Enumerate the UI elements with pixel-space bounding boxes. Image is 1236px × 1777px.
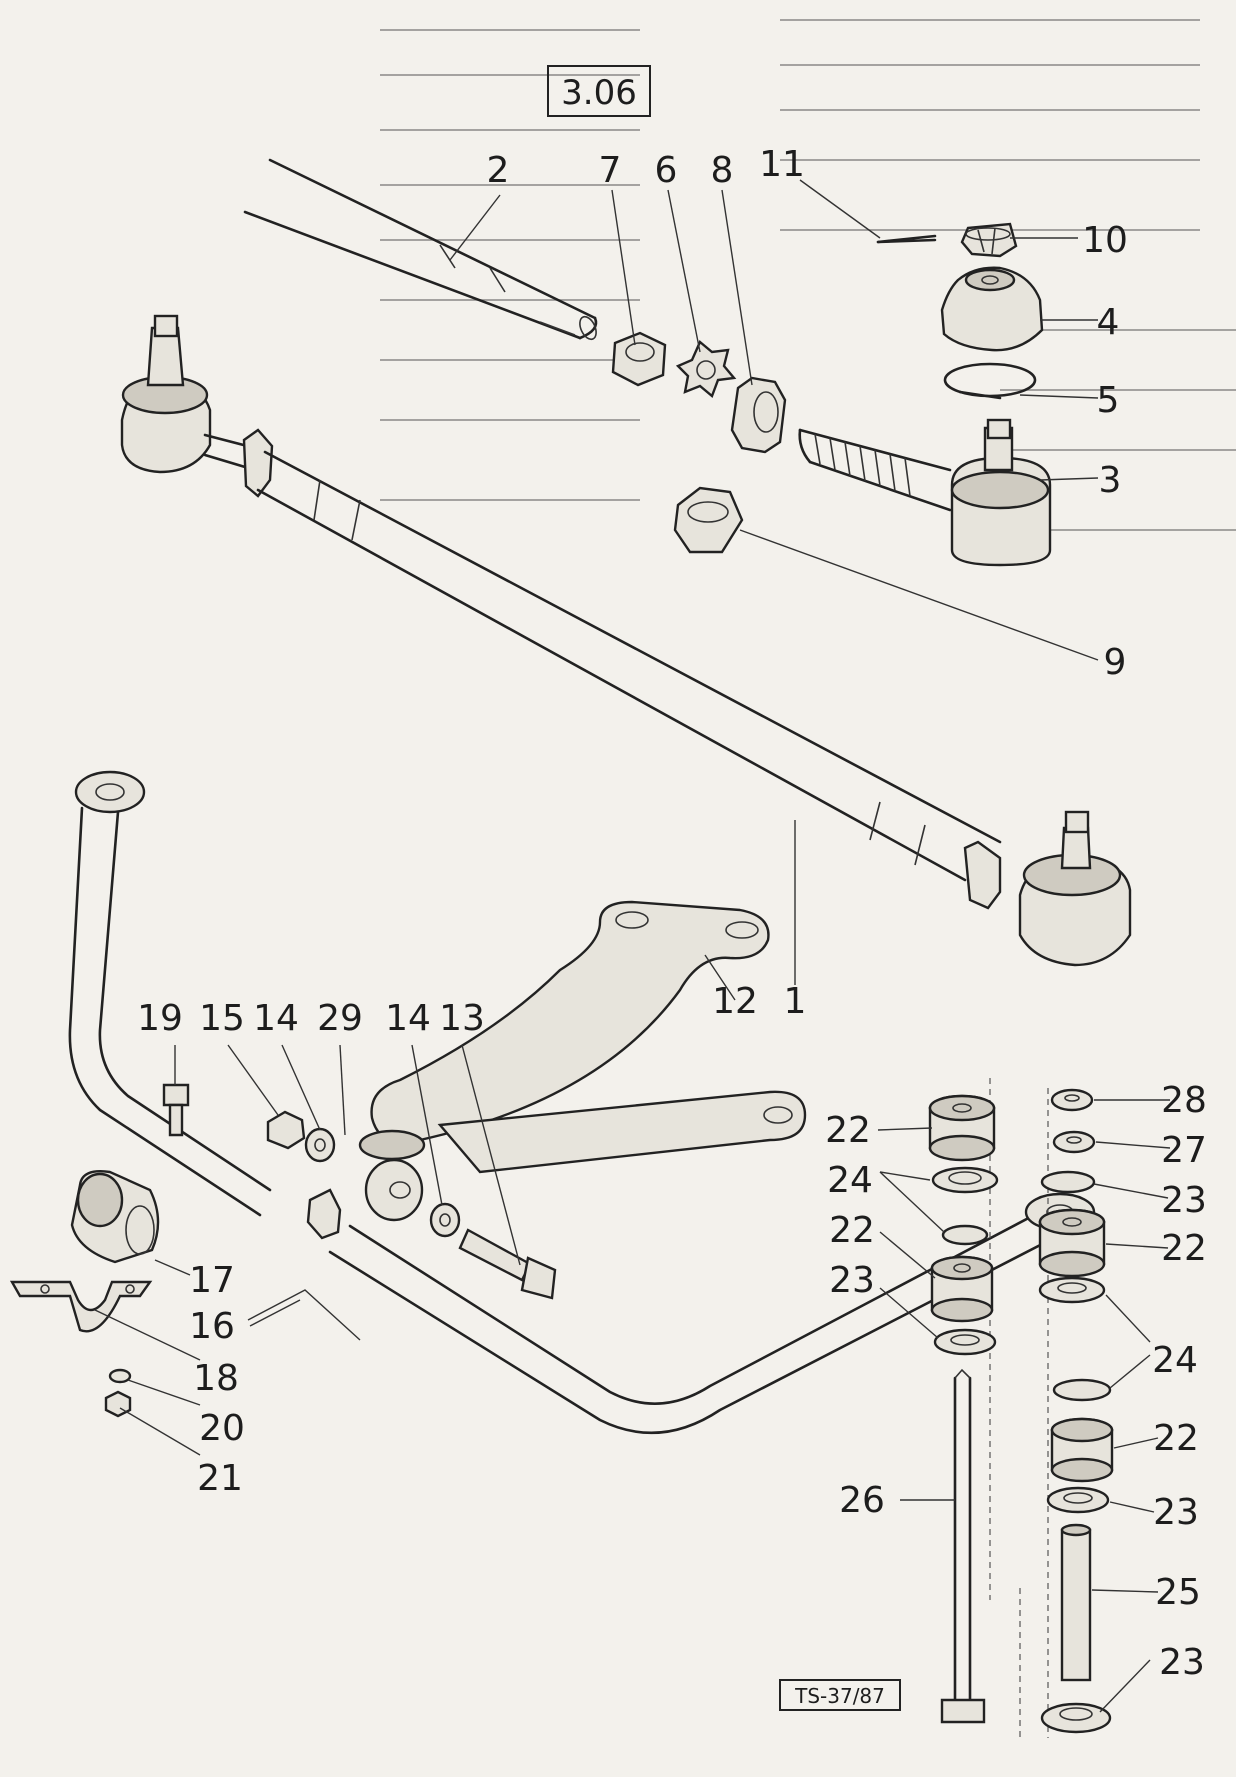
callout-22-a: 22 bbox=[825, 1110, 871, 1151]
callout-14-right: 14 bbox=[385, 998, 431, 1039]
adjuster-nut-part-8 bbox=[730, 376, 787, 454]
callout-22-b: 22 bbox=[829, 1210, 875, 1251]
callout-12: 12 bbox=[712, 981, 758, 1022]
drop-link-right-stack bbox=[1019, 1088, 1114, 1738]
drop-link-left-stack bbox=[928, 1078, 999, 1600]
callout-18: 18 bbox=[193, 1358, 239, 1399]
nut-part-15 bbox=[266, 1110, 306, 1150]
callout-15: 15 bbox=[199, 998, 245, 1039]
callout-numbers: 2 7 6 8 11 10 4 5 3 9 1 12 19 15 14 29 1… bbox=[137, 144, 1207, 1683]
washer-part-14-left bbox=[304, 1127, 336, 1163]
cotter-pin-part-11 bbox=[876, 234, 937, 244]
callout-27: 27 bbox=[1161, 1130, 1207, 1171]
tie-rod-assembly-part-1 bbox=[120, 314, 1132, 967]
callout-29: 29 bbox=[317, 998, 363, 1039]
callout-13: 13 bbox=[439, 998, 485, 1039]
callout-23-a: 23 bbox=[829, 1260, 875, 1301]
callout-24-b: 24 bbox=[1152, 1340, 1198, 1381]
callout-1: 1 bbox=[784, 981, 807, 1022]
callout-7: 7 bbox=[599, 150, 622, 191]
callout-23-c: 23 bbox=[1153, 1492, 1199, 1533]
callout-21: 21 bbox=[197, 1458, 243, 1499]
callout-6: 6 bbox=[655, 150, 678, 191]
callout-14-left: 14 bbox=[253, 998, 299, 1039]
long-bolt-part-26 bbox=[940, 1368, 986, 1724]
callout-4: 4 bbox=[1097, 302, 1120, 343]
spring-washer-part-20 bbox=[108, 1368, 132, 1384]
dust-boot-part-4 bbox=[940, 266, 1044, 352]
bolt-part-19 bbox=[162, 1083, 190, 1137]
callout-24-a: 24 bbox=[827, 1160, 873, 1201]
locknut-part-7 bbox=[611, 331, 667, 387]
callout-2: 2 bbox=[487, 150, 510, 191]
tie-rod-tube-part-2 bbox=[243, 158, 598, 341]
drawing-reference: TS-37/87 bbox=[794, 1684, 885, 1708]
washer-part-14-right bbox=[429, 1202, 461, 1238]
callout-23-d: 23 bbox=[1159, 1642, 1205, 1683]
callout-8: 8 bbox=[711, 150, 734, 191]
callout-26: 26 bbox=[839, 1480, 885, 1521]
retaining-clip-part-5 bbox=[943, 362, 1037, 400]
lower-arm-part-12 bbox=[358, 900, 807, 1222]
tie-rod-end-part-3 bbox=[798, 418, 1052, 567]
bush-part-17 bbox=[70, 1170, 160, 1264]
callout-17: 17 bbox=[189, 1260, 235, 1301]
callout-11: 11 bbox=[759, 144, 805, 185]
diagram-title-box: 3.06 bbox=[547, 65, 651, 117]
drawing-reference-box: TS-37/87 bbox=[779, 1679, 901, 1711]
callout-23-b: 23 bbox=[1161, 1180, 1207, 1221]
callout-3: 3 bbox=[1099, 460, 1122, 501]
callout-16: 16 bbox=[189, 1306, 235, 1347]
jam-nut-part-9 bbox=[673, 486, 744, 554]
callout-22-c: 22 bbox=[1161, 1228, 1207, 1269]
callout-25: 25 bbox=[1155, 1572, 1201, 1613]
spacer-part-29 bbox=[306, 1188, 342, 1240]
callout-22-d: 22 bbox=[1153, 1418, 1199, 1459]
bolt-part-13 bbox=[458, 1228, 557, 1300]
callout-20: 20 bbox=[199, 1408, 245, 1449]
lock-washer-part-6 bbox=[675, 340, 737, 399]
castle-nut-part-10 bbox=[960, 222, 1018, 258]
callout-9: 9 bbox=[1104, 642, 1127, 683]
callout-28: 28 bbox=[1161, 1080, 1207, 1121]
callout-10: 10 bbox=[1082, 220, 1128, 261]
callout-5: 5 bbox=[1097, 380, 1120, 421]
clamp-part-18 bbox=[9, 1280, 153, 1333]
thread-lines bbox=[814, 433, 911, 497]
diagram-title: 3.06 bbox=[561, 73, 637, 113]
leader-lines bbox=[94, 179, 1171, 1713]
callout-19: 19 bbox=[137, 998, 183, 1039]
